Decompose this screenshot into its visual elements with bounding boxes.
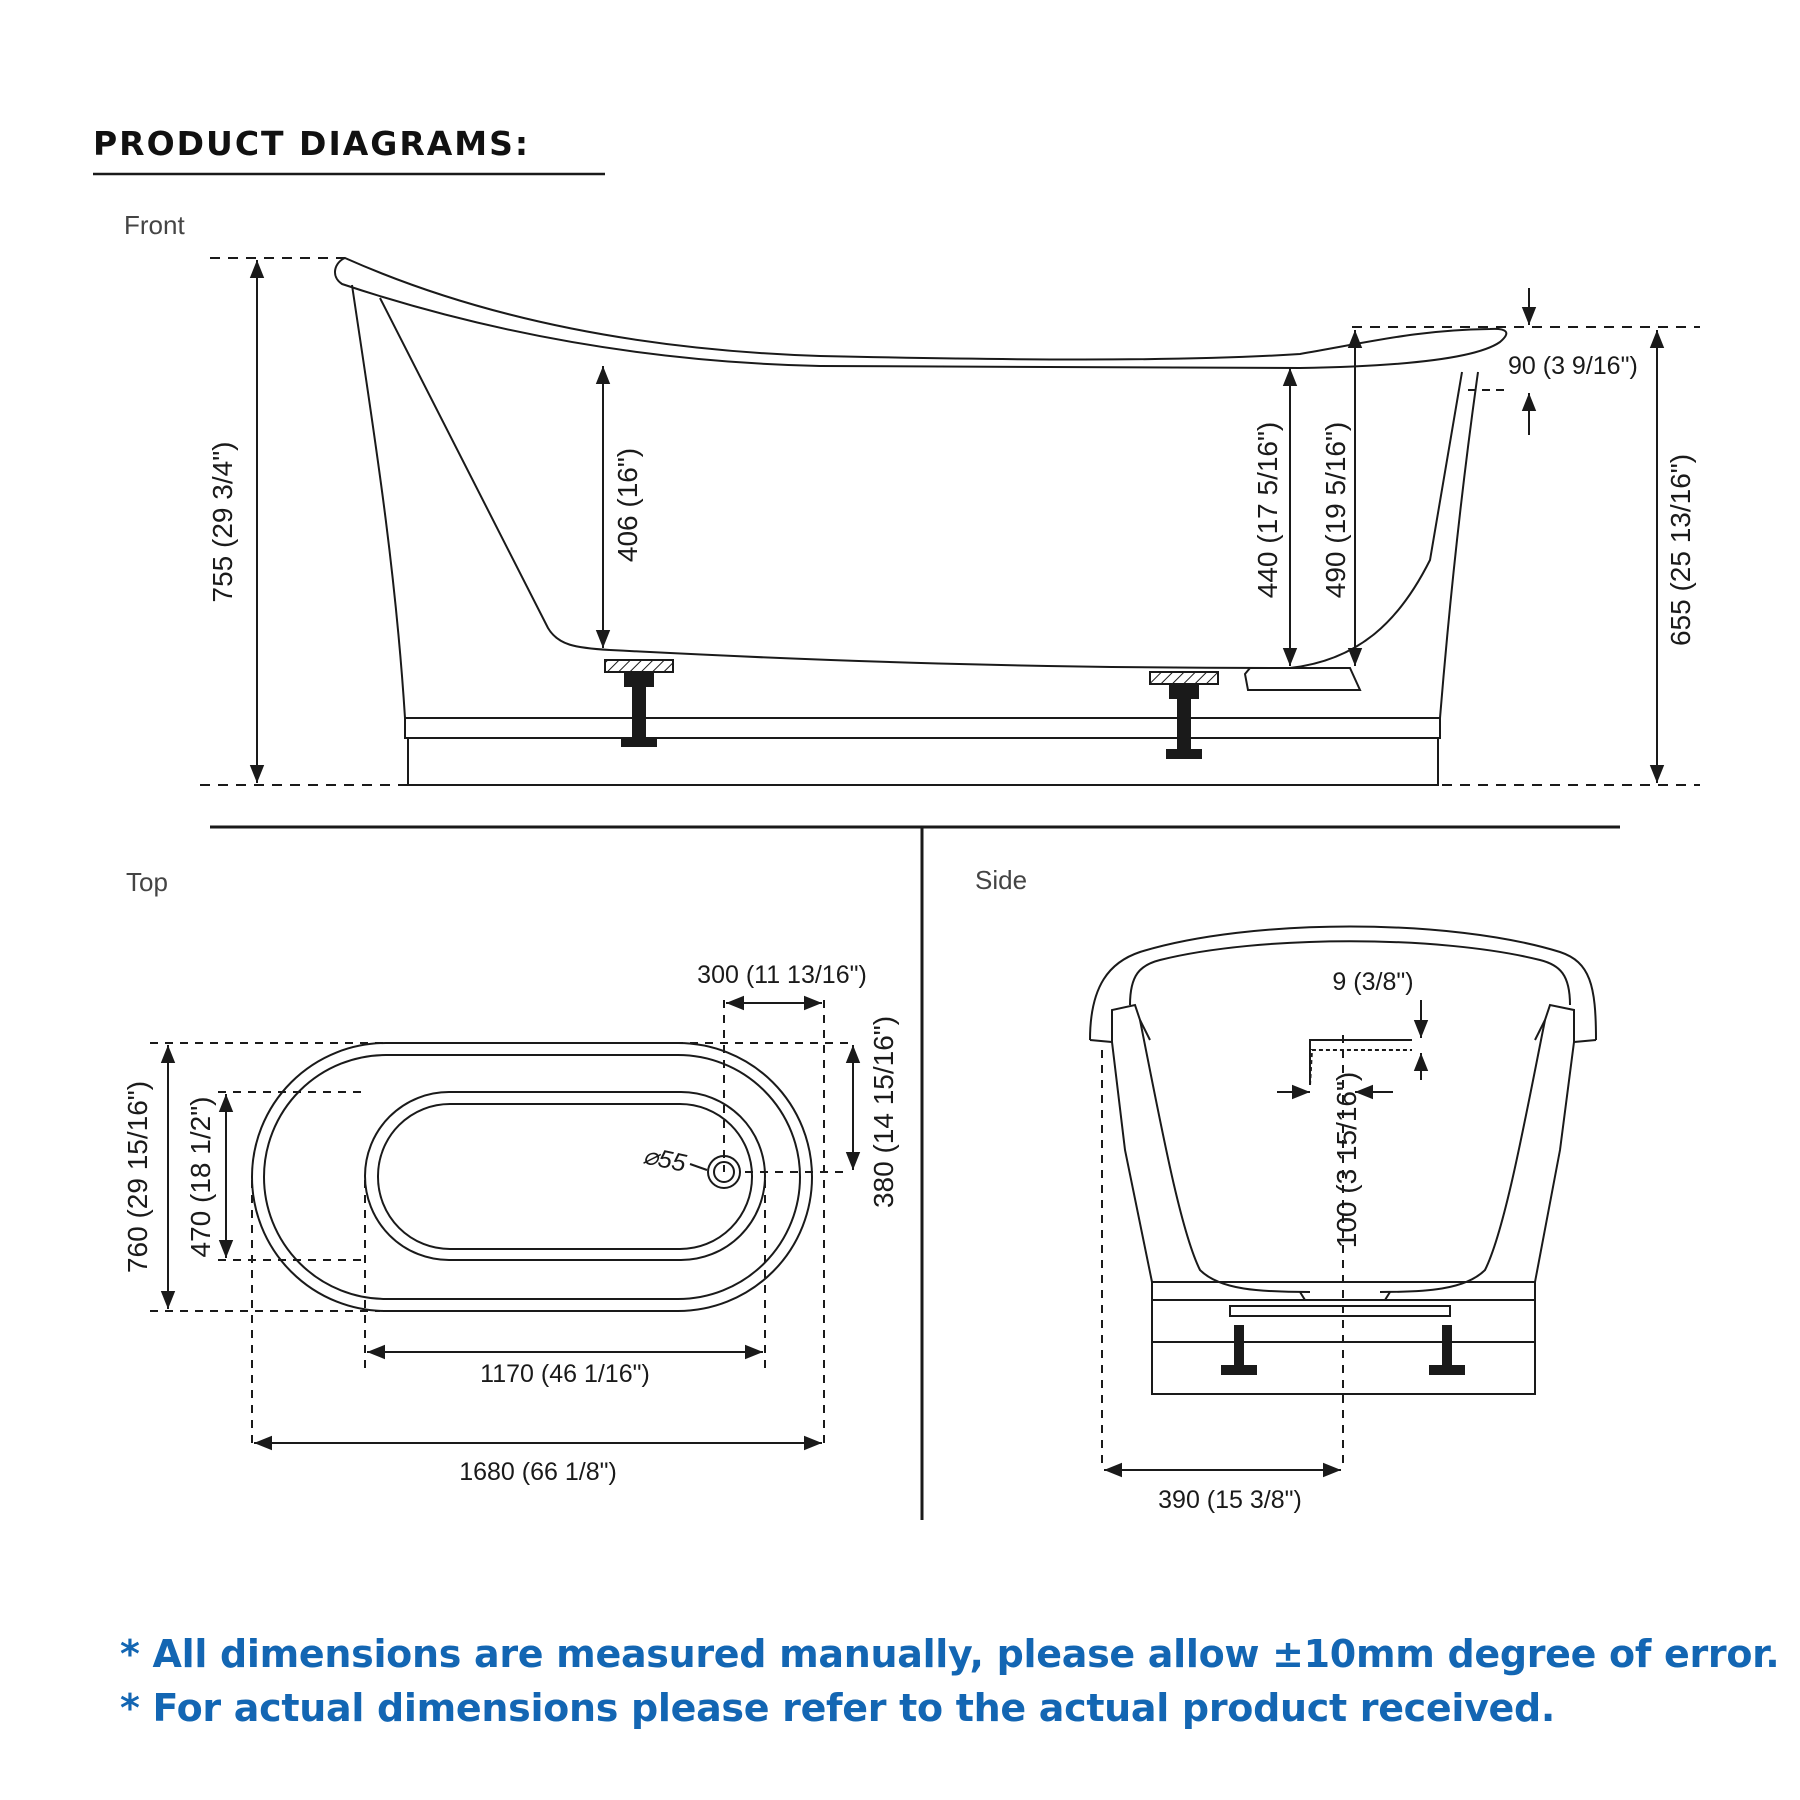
front-leg-right-nut bbox=[1169, 683, 1199, 699]
front-dim-labels: 755 (29 3/4") 406 (16") 440 (17 5/16") 4… bbox=[207, 352, 1696, 646]
dim-760-label: 760 (29 15/16") bbox=[122, 1081, 153, 1273]
dim-380-label: 380 (14 15/16") bbox=[868, 1016, 899, 1208]
top-view-label: Top bbox=[126, 867, 168, 897]
front-leg-right-rod bbox=[1177, 697, 1191, 751]
front-plinth bbox=[407, 737, 1439, 786]
front-leg-right-foot bbox=[1166, 749, 1202, 759]
side-left-inner-wall bbox=[1139, 1019, 1311, 1293]
drain-diameter-label: ⌀55 bbox=[641, 1141, 689, 1177]
front-rim-outline bbox=[334, 256, 1508, 370]
side-rim-inner bbox=[1129, 940, 1571, 1006]
top-drain-inner bbox=[713, 1161, 735, 1183]
dim-390-label: 390 (15 3/8") bbox=[1158, 1486, 1302, 1514]
front-leg-left-foot bbox=[621, 737, 657, 747]
side-view-label: Side bbox=[975, 865, 1028, 895]
dim-9-label: 9 (3/8") bbox=[1332, 968, 1413, 996]
side-dim-labels: 9 (3/8") 100 (3 15/16") 390 (15 3/8") bbox=[1158, 968, 1413, 1514]
dim-100-label: 100 (3 15/16") bbox=[1331, 1072, 1362, 1249]
page-title: PRODUCT DIAGRAMS: bbox=[93, 124, 531, 163]
side-right-inner-wall bbox=[1379, 1019, 1546, 1293]
side-rim-outer bbox=[1089, 925, 1597, 1041]
front-leg-right-plate bbox=[1149, 671, 1219, 685]
top-inner-basin bbox=[377, 1103, 753, 1250]
dim-1170-label: 1170 (46 1/16") bbox=[480, 1360, 650, 1388]
front-leg-left-plate bbox=[604, 659, 674, 673]
dim-655-label: 655 (25 13/16") bbox=[1665, 454, 1696, 646]
side-leg-right-rod bbox=[1442, 1325, 1452, 1367]
side-drain bbox=[1299, 1291, 1391, 1301]
top-dim-labels: 760 (29 15/16") 470 (18 1/2") 380 (14 15… bbox=[122, 961, 899, 1486]
front-inner-slope bbox=[379, 297, 611, 651]
dim-90-label: 90 (3 9/16") bbox=[1508, 352, 1638, 380]
top-view bbox=[150, 995, 861, 1451]
dim-440-label: 440 (17 5/16") bbox=[1252, 422, 1283, 599]
top-drain-leader bbox=[689, 1163, 708, 1171]
front-leg-left-nut bbox=[624, 671, 654, 687]
side-view bbox=[1089, 925, 1597, 1478]
dim-1680-label: 1680 (66 1/8") bbox=[459, 1458, 617, 1486]
side-leg-right-foot bbox=[1429, 1365, 1465, 1375]
front-plinth-band bbox=[404, 717, 1441, 739]
front-view-label: Front bbox=[124, 210, 185, 240]
side-leg-left-foot bbox=[1221, 1365, 1257, 1375]
dim-300-label: 300 (11 13/16") bbox=[697, 961, 867, 989]
front-left-wall bbox=[351, 284, 406, 719]
side-leg-left-rod bbox=[1234, 1325, 1244, 1367]
front-view bbox=[200, 256, 1700, 786]
side-leg-frame bbox=[1229, 1305, 1451, 1317]
front-leg-left-rod bbox=[632, 685, 646, 739]
side-left-outer-wall bbox=[1111, 1041, 1153, 1283]
side-rim-detail-bottom bbox=[1309, 1049, 1412, 1086]
top-outer-rim bbox=[251, 1042, 813, 1312]
dim-470-label: 470 (18 1/2") bbox=[185, 1097, 216, 1258]
side-right-outer-wall bbox=[1534, 1041, 1575, 1283]
top-inner-basin-outer bbox=[364, 1091, 766, 1261]
dim-490-label: 490 (19 5/16") bbox=[1320, 422, 1351, 599]
dim-755-label: 755 (29 3/4") bbox=[207, 442, 238, 603]
note-measurement-error: * All dimensions are measured manually, … bbox=[120, 1632, 1780, 1676]
dim-406-label: 406 (16") bbox=[612, 448, 643, 562]
front-drain-box bbox=[1243, 667, 1362, 691]
top-outer-rim-inner-edge bbox=[263, 1054, 801, 1300]
front-inner-bottom bbox=[609, 371, 1463, 670]
note-actual-product: * For actual dimensions please refer to … bbox=[120, 1686, 1556, 1730]
front-right-wall bbox=[1439, 371, 1479, 719]
